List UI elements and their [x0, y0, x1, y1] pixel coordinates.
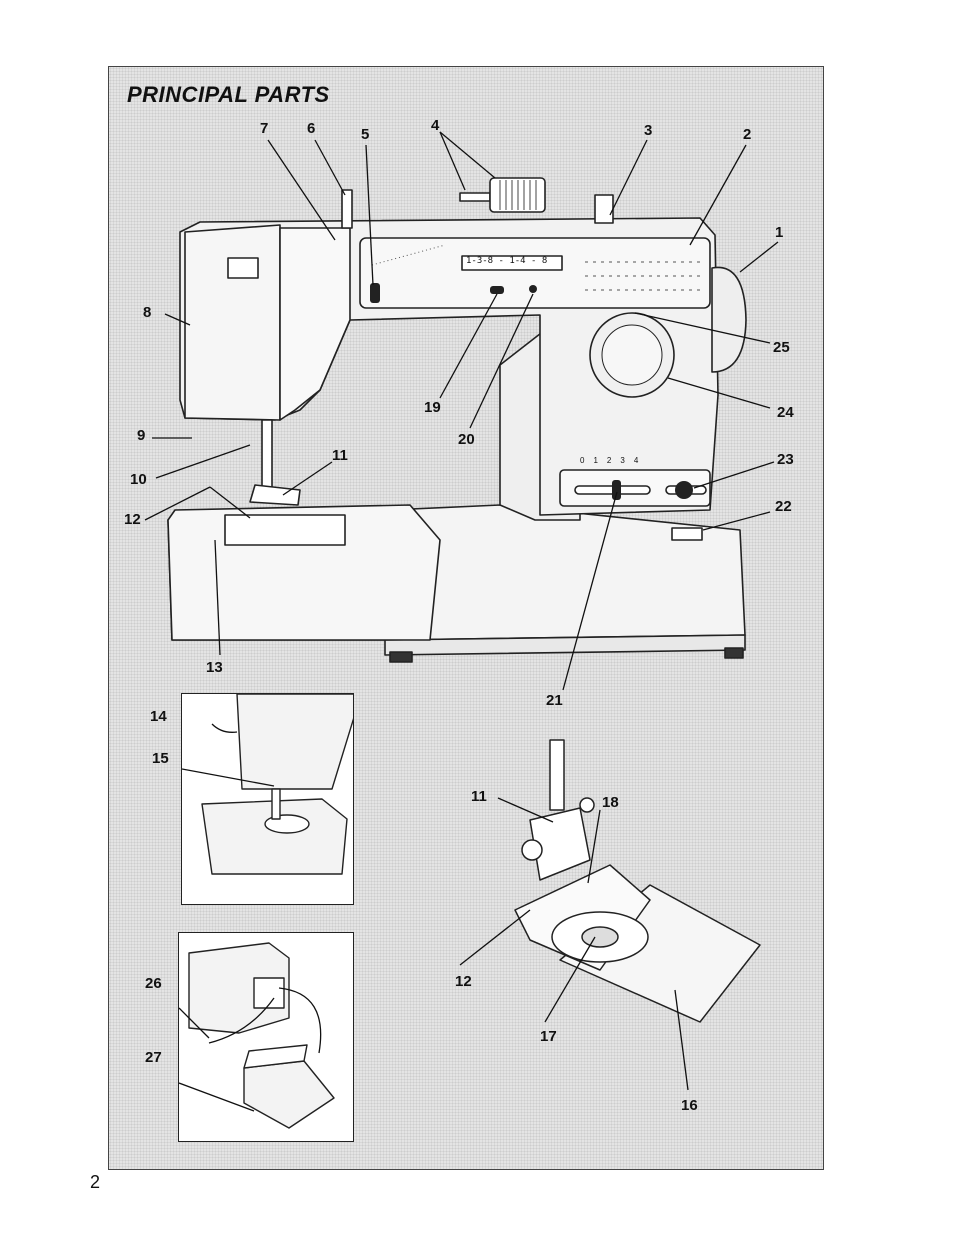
foot-control-illustration [179, 933, 354, 1142]
callout-12: 12 [124, 512, 141, 527]
callout-5: 5 [361, 127, 369, 142]
inset-needle-area [181, 693, 354, 905]
display-readout: 1-3-8 - 1-4 - 8 [466, 257, 547, 266]
page-number: 2 [90, 1172, 100, 1193]
needle-area-illustration [182, 694, 354, 905]
stitch-length-scale: 0 1 2 3 4 [580, 456, 638, 465]
callout-24: 24 [777, 405, 794, 420]
callout-detail-17: 17 [540, 1029, 557, 1044]
callout-20: 20 [458, 432, 475, 447]
callout-detail-16: 16 [681, 1098, 698, 1113]
callout-22: 22 [775, 499, 792, 514]
callout-1: 1 [775, 225, 783, 240]
callout-4: 4 [431, 118, 439, 133]
callout-3: 3 [644, 123, 652, 138]
callout-7: 7 [260, 121, 268, 136]
scale-mark: 4 [634, 456, 638, 465]
callout-21: 21 [546, 693, 563, 708]
callout-8: 8 [143, 305, 151, 320]
callout-26: 26 [145, 976, 162, 991]
callout-6: 6 [307, 121, 315, 136]
callout-detail-11: 11 [471, 789, 487, 804]
callout-13: 13 [206, 660, 223, 675]
callout-15: 15 [152, 751, 169, 766]
callout-14: 14 [150, 709, 167, 724]
callout-23: 23 [777, 452, 794, 467]
scale-mark: 3 [620, 456, 624, 465]
callout-27: 27 [145, 1050, 162, 1065]
callout-detail-12: 12 [455, 974, 472, 989]
callout-9: 9 [137, 428, 145, 443]
scale-mark: 1 [593, 456, 597, 465]
callout-10: 10 [130, 472, 147, 487]
callout-11: 11 [332, 448, 348, 463]
inset-foot-control [178, 932, 354, 1142]
scale-mark: 0 [580, 456, 584, 465]
scale-mark: 2 [607, 456, 611, 465]
callout-detail-18: 18 [602, 795, 619, 810]
callout-25: 25 [773, 340, 790, 355]
callout-19: 19 [424, 400, 441, 415]
callout-2: 2 [743, 127, 751, 142]
